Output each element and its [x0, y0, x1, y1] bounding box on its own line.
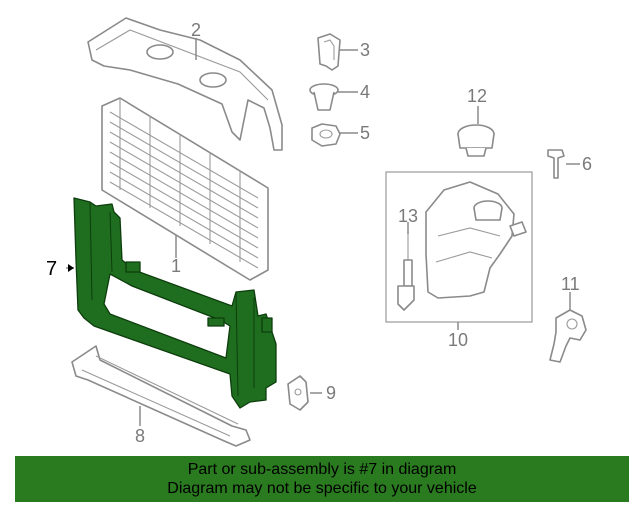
- callout-4: 4: [360, 82, 370, 102]
- callout-5: 5: [360, 123, 370, 143]
- part-11-bracket[interactable]: [549, 309, 587, 363]
- banner-line-2: Diagram may not be specific to your vehi…: [167, 480, 477, 497]
- callout-7: 7: [46, 258, 57, 280]
- part-8-lower-deflector[interactable]: [71, 345, 251, 447]
- part-10-expansion-tank-assembly[interactable]: [385, 171, 533, 323]
- banner-line-1: Part or sub-assembly is #7 in diagram: [187, 461, 457, 478]
- callout-9: 9: [326, 383, 336, 403]
- callout-3: 3: [360, 40, 370, 60]
- parts-diagram: 2 1 7 8 9 3 4: [46, 17, 592, 447]
- part-3-clip[interactable]: [317, 33, 341, 71]
- callout-1: 1: [171, 256, 181, 276]
- part-7-radiator-frame[interactable]: [73, 197, 277, 409]
- callout-10: 10: [448, 330, 468, 350]
- part-2-upper-support[interactable]: [87, 17, 283, 151]
- callout-13: 13: [398, 206, 418, 226]
- part-9-bracket[interactable]: [287, 375, 309, 411]
- part-13-level-sensor[interactable]: [397, 232, 415, 311]
- info-banner: Part or sub-assembly is #7 in diagram Di…: [15, 456, 629, 502]
- callout-12: 12: [467, 86, 487, 106]
- callout-6: 6: [582, 154, 592, 174]
- part-6-screw[interactable]: [547, 149, 565, 179]
- callout-2: 2: [191, 20, 201, 40]
- part-5-mount[interactable]: [311, 123, 341, 147]
- callout-11: 11: [561, 274, 580, 294]
- callout-8: 8: [135, 426, 145, 446]
- part-1-radiator[interactable]: [101, 97, 269, 281]
- part-4-grommet[interactable]: [309, 83, 339, 111]
- part-12-tank-cap[interactable]: [457, 124, 495, 157]
